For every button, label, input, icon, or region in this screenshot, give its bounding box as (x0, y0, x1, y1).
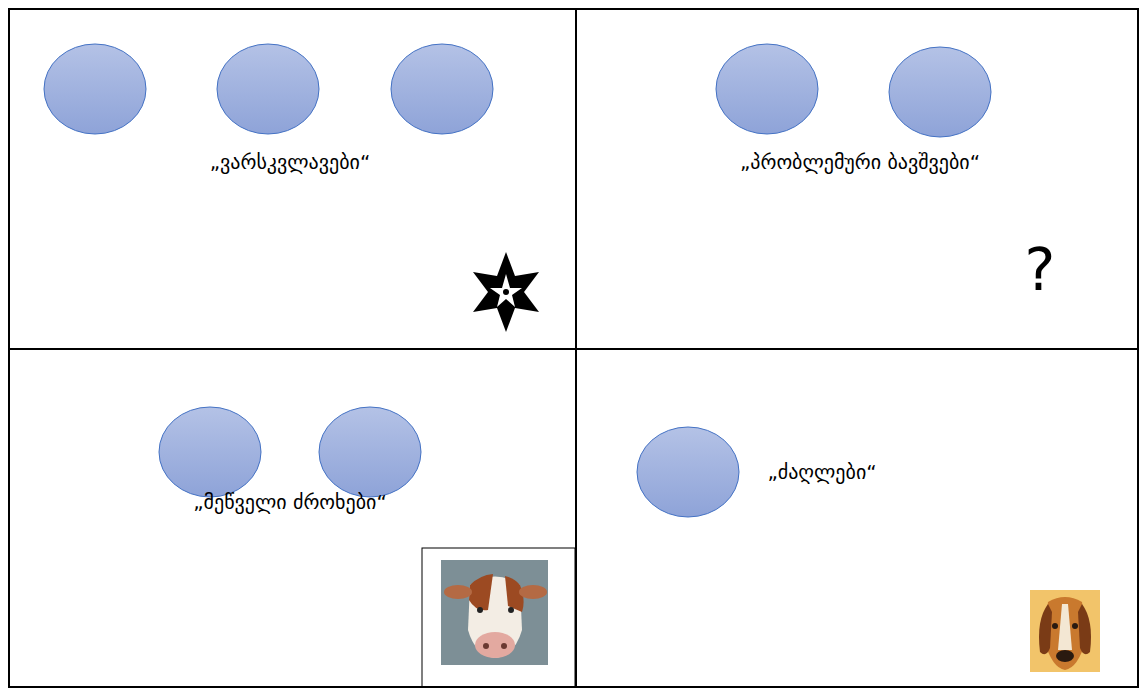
quadrant-box: „მეწველი ძროხები“ (8, 348, 577, 688)
ovals (44, 44, 991, 517)
quadrant-title: „ვარსკვლავები“ (210, 150, 371, 174)
quadrant-title: „ძაღლები“ (767, 460, 876, 484)
quadrant-title: „მეწველი ძროხები“ (193, 490, 387, 514)
question-mark: ? (1025, 241, 1056, 299)
quadrant-box: „ვარსკვლავები“ (8, 8, 577, 350)
quadrant-box: „ძაღლები“ (575, 348, 1139, 688)
quadrant-title: „პრობლემური ბავშვები“ (740, 150, 980, 174)
cow-picture (422, 548, 575, 688)
dog-picture (1030, 590, 1100, 672)
star-symbol (473, 252, 539, 332)
